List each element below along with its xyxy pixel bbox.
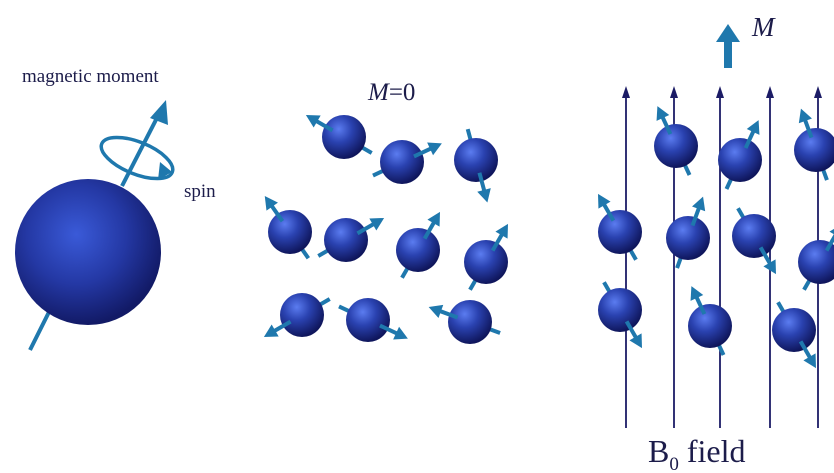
arrow-icon xyxy=(369,218,385,231)
spin-sphere xyxy=(598,288,642,332)
spin-label: spin xyxy=(184,181,216,202)
net-magnetization-arrow xyxy=(716,24,740,68)
aligned-spins-panel: M B0 field xyxy=(598,12,834,473)
field-line-arrowhead xyxy=(670,86,678,98)
spin-particle xyxy=(263,293,331,337)
spin-particle xyxy=(372,140,442,184)
spin-loop-icon xyxy=(99,135,175,181)
arrow-icon xyxy=(427,211,440,227)
spin-sphere xyxy=(598,210,642,254)
spin-particle xyxy=(666,196,710,269)
random-spin-group xyxy=(263,115,508,344)
single-spin-panel: magnetic moment spin xyxy=(15,66,216,351)
spin-sphere xyxy=(772,308,816,352)
b0-field-lines xyxy=(622,86,822,428)
spin-particle xyxy=(338,298,408,342)
arrow-icon xyxy=(264,195,278,211)
spin-sphere xyxy=(448,300,492,344)
spin-sphere xyxy=(346,298,390,342)
spin-sphere xyxy=(280,293,324,337)
spin-particle xyxy=(688,286,732,356)
field-arrow-icon xyxy=(716,24,740,42)
spin-sphere xyxy=(732,214,776,258)
spin-particle xyxy=(264,195,312,260)
spin-sphere xyxy=(688,304,732,348)
spin-particle xyxy=(794,108,834,181)
arrow-icon xyxy=(692,196,706,212)
magnetic-moment-label: magnetic moment xyxy=(22,66,159,87)
arrow-icon xyxy=(629,333,642,349)
spin-particle xyxy=(305,115,373,159)
spin-sphere xyxy=(794,128,834,172)
spin-particle xyxy=(654,106,698,176)
moment-arrow-shaft xyxy=(120,111,162,187)
b0-field-label: B0 field xyxy=(648,433,745,473)
field-line-arrowhead xyxy=(622,86,630,98)
spin-sphere xyxy=(464,240,508,284)
spin-particle xyxy=(464,223,508,291)
spin-particle xyxy=(772,301,816,369)
spin-particle xyxy=(732,207,776,275)
arrow-icon xyxy=(656,106,670,121)
spin-sphere xyxy=(666,216,710,260)
field-line-arrowhead xyxy=(716,86,724,98)
arrow-icon xyxy=(495,223,508,239)
spin-sphere xyxy=(324,218,368,262)
spin-particle xyxy=(428,300,501,344)
spin-arrow-shaft xyxy=(824,233,834,252)
arrow-icon xyxy=(690,286,704,301)
arrow-icon xyxy=(598,193,611,209)
large-nucleus-sphere xyxy=(15,179,161,325)
m-zero-label: M=0 xyxy=(367,79,415,106)
arrow-icon xyxy=(305,115,321,128)
spin-sphere xyxy=(268,210,312,254)
arrow-icon xyxy=(428,304,444,318)
spin-particle xyxy=(454,128,498,203)
arrow-icon xyxy=(803,353,816,369)
arrow-icon xyxy=(393,326,408,340)
m-net-label: M xyxy=(751,12,776,42)
field-line-arrowhead xyxy=(766,86,774,98)
aligned-spin-group xyxy=(598,106,834,369)
spin-sphere xyxy=(718,138,762,182)
spin-sphere xyxy=(380,140,424,184)
moment-arrow-icon xyxy=(150,100,168,125)
spin-sphere xyxy=(322,115,366,159)
random-spins-panel: M=0 xyxy=(263,79,508,344)
arrow-icon xyxy=(427,142,442,156)
arrow-icon xyxy=(477,188,491,203)
spin-particle xyxy=(718,120,762,190)
arrow-icon xyxy=(798,108,812,124)
arrow-icon xyxy=(746,120,760,135)
spin-particle xyxy=(396,211,440,279)
spin-sphere xyxy=(396,228,440,272)
spin-particle xyxy=(798,228,834,291)
spin-sphere xyxy=(454,138,498,182)
arrow-icon xyxy=(763,259,776,275)
spin-sphere xyxy=(798,240,834,284)
spin-particle xyxy=(598,193,642,261)
field-line-arrowhead xyxy=(814,86,822,98)
spin-sphere xyxy=(654,124,698,168)
arrow-icon xyxy=(829,228,834,235)
arrow-icon xyxy=(263,324,279,337)
spin-particle xyxy=(598,281,642,349)
spin-particle xyxy=(317,218,385,262)
